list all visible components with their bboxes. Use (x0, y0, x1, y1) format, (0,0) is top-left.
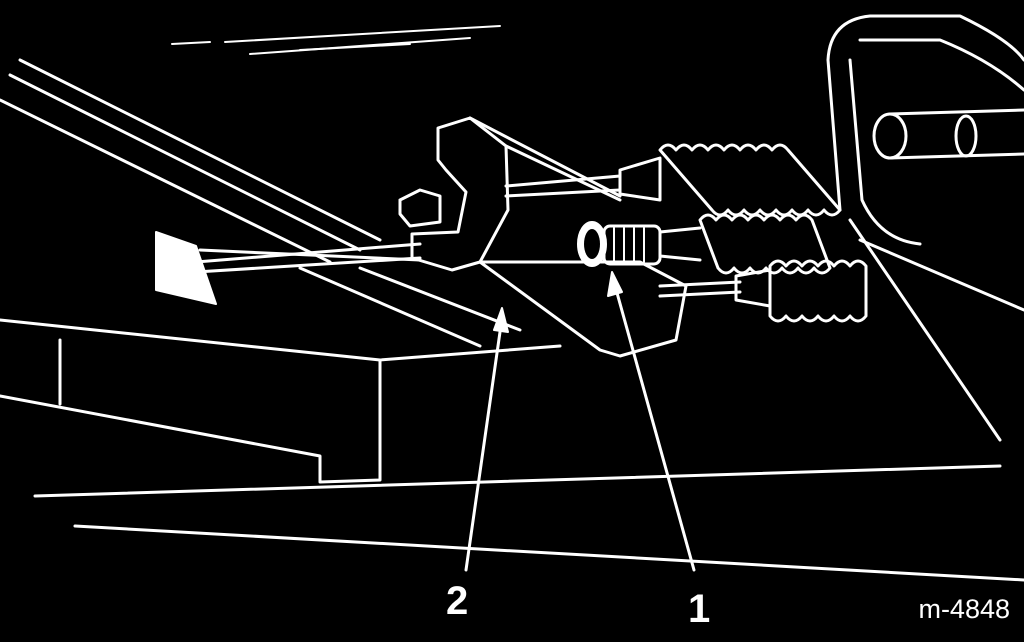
cable-end-plate (155, 231, 422, 305)
leader-lines (464, 271, 696, 572)
floor-lines (33, 464, 1024, 582)
brake-cables (504, 143, 868, 323)
lower-frame-beam (0, 248, 562, 484)
figure-code: m-4848 (918, 594, 1010, 624)
callout-2-label: 2 (446, 579, 468, 623)
right-housing (826, 14, 1024, 442)
upper-rails (0, 58, 382, 264)
callout-1-label: 1 (688, 587, 710, 631)
top-dash-lines (171, 25, 501, 55)
adjuster-nut (577, 221, 662, 267)
